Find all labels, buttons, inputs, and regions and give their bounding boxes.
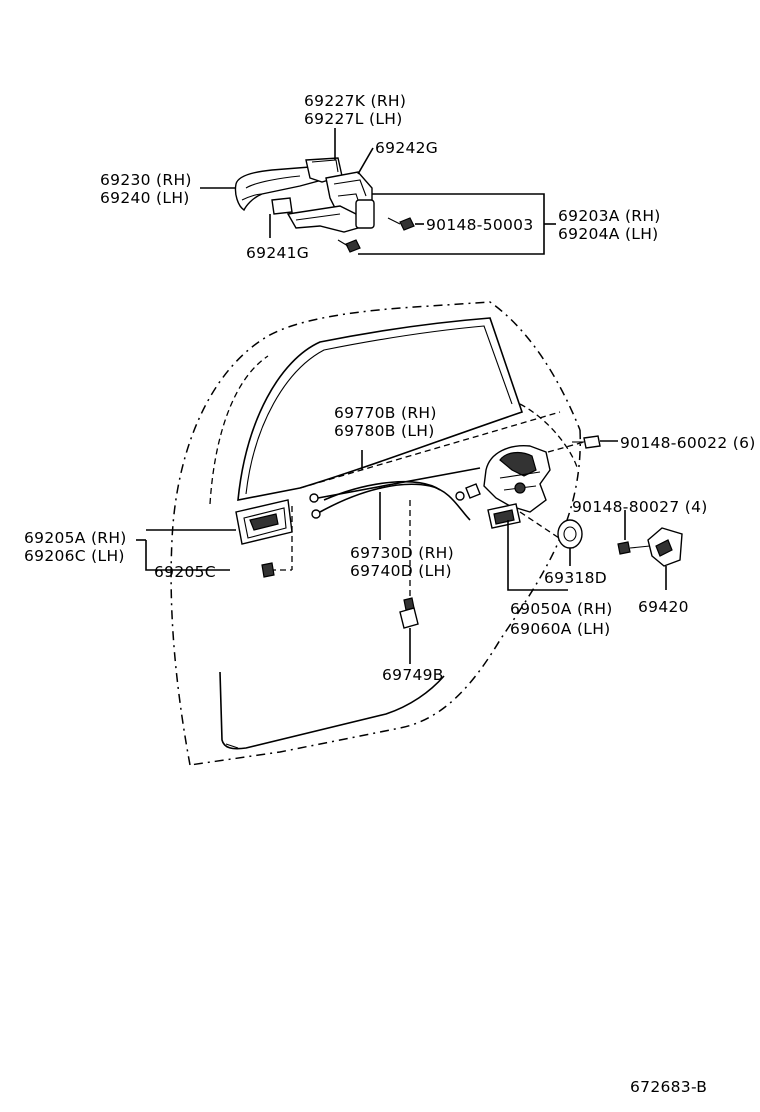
label-69730d: 69730D (RH) xyxy=(350,544,454,562)
label-69749b: 69749B xyxy=(382,666,444,684)
striker-icon xyxy=(647,527,683,567)
label-69227k: 69227K (RH) xyxy=(304,92,406,110)
label-69227l: 69227L (LH) xyxy=(304,110,403,128)
label-69740d: 69740D (LH) xyxy=(350,562,452,580)
cap-icon xyxy=(557,519,583,549)
label-69205a: 69205A (RH) xyxy=(24,529,127,547)
label-69205c: 69205C xyxy=(154,563,216,581)
screw-icon xyxy=(337,239,361,253)
label-69240: 69240 (LH) xyxy=(100,189,190,207)
label-90148-80027: 90148-80027 (4) xyxy=(572,498,708,516)
label-69318d: 69318D xyxy=(544,569,607,587)
diagram-ref-code: 672683-B xyxy=(630,1078,707,1096)
label-69204a: 69204A (LH) xyxy=(558,225,659,243)
label-69780b: 69780B (LH) xyxy=(334,422,435,440)
label-69203a: 69203A (RH) xyxy=(558,207,661,225)
label-69050a: 69050A (RH) xyxy=(510,600,613,618)
door-lock-assembly xyxy=(483,435,618,591)
control-cables xyxy=(309,450,481,664)
striker-assembly xyxy=(557,510,683,590)
label-69206c: 69206C (LH) xyxy=(24,547,125,565)
label-69241g: 69241G xyxy=(246,244,309,262)
label-69060a: 69060A (LH) xyxy=(510,620,611,638)
label-90148-60022: 90148-60022 (6) xyxy=(620,434,756,452)
inside-handle xyxy=(136,499,293,578)
label-69770b: 69770B (RH) xyxy=(334,404,437,422)
label-69242g: 69242G xyxy=(375,139,438,157)
outside-handle-assembly xyxy=(200,128,556,255)
clip-icon xyxy=(399,597,419,629)
screw-icon xyxy=(572,435,601,449)
label-90148-50003: 90148-50003 xyxy=(426,216,534,234)
screw-icon xyxy=(617,541,651,555)
screw-icon xyxy=(261,562,275,578)
screw-icon xyxy=(387,217,415,231)
label-69230: 69230 (RH) xyxy=(100,171,192,189)
label-69420: 69420 xyxy=(638,598,689,616)
door-outline xyxy=(170,301,581,766)
